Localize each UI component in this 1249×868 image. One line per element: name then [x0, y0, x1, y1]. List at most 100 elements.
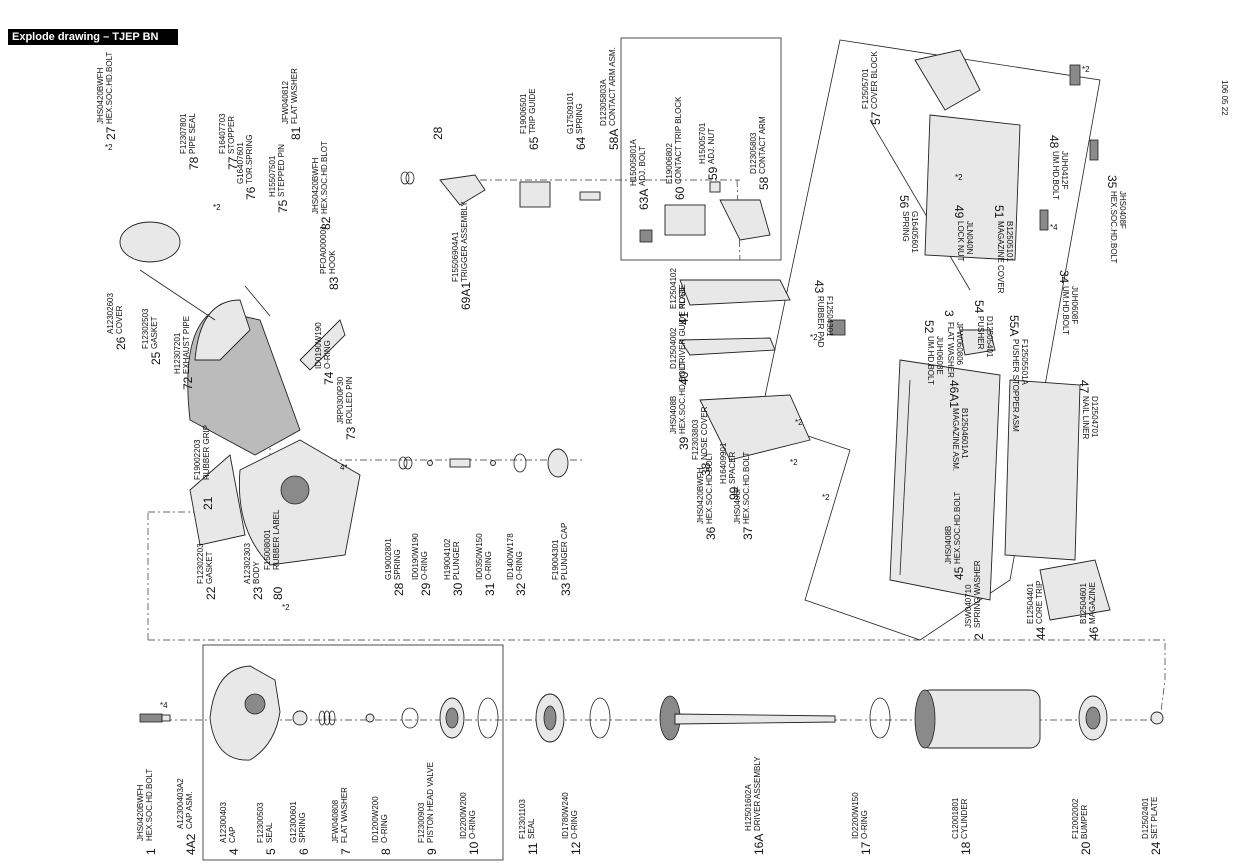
label-74: 74 O-RING ID0190W190: [314, 322, 336, 385]
core-trip-icon: [1039, 559, 1111, 621]
svg-text:5: 5: [264, 848, 278, 855]
magazine-body-icon: [889, 359, 1001, 601]
svg-text:JUH0608F: JUH0608F: [1070, 286, 1079, 324]
svg-text:ID2200W200: ID2200W200: [459, 792, 468, 839]
svg-text:55A: 55A: [1007, 315, 1021, 336]
svg-text:C12001801: C12001801: [951, 797, 960, 839]
drawing-title: Explode drawing – TJEP BN 90/40: [12, 31, 159, 59]
label-21: 21 RUBBER GRIP F19002203: [193, 425, 215, 510]
svg-text:HEX.SOC.HD.BOLT: HEX.SOC.HD.BOLT: [1109, 191, 1118, 263]
trigger-assembly-icon: [400, 171, 601, 208]
svg-text:48: 48: [1047, 135, 1061, 149]
svg-text:LOCK NUT: LOCK NUT: [956, 221, 965, 262]
svg-text:32: 32: [514, 582, 528, 596]
svg-text:PUSHER STOPPER ASM: PUSHER STOPPER ASM: [1011, 339, 1020, 432]
svg-text:TRIP GUIDE: TRIP GUIDE: [528, 88, 537, 134]
svg-text:31: 31: [483, 582, 497, 596]
svg-text:GASKET: GASKET: [205, 551, 214, 584]
magazine-spring-icon: [869, 119, 971, 291]
svg-text:F12301103: F12301103: [518, 799, 527, 839]
svg-text:HEX.SOC.HD.BOLT: HEX.SOC.HD.BOLT: [105, 52, 114, 124]
svg-text:SPACER: SPACER: [728, 451, 737, 484]
qty-mark-10: *2: [955, 173, 963, 182]
svg-text:37: 37: [741, 526, 755, 540]
svg-text:30: 30: [451, 582, 465, 596]
nose-icon: [679, 279, 791, 306]
svg-text:JHS0420BWFH: JHS0420BWFH: [311, 157, 320, 214]
svg-text:F12302503: F12302503: [141, 308, 150, 349]
label-77: 77 STOPPER F16407703: [218, 113, 240, 170]
set-plate-icon: [1150, 711, 1164, 725]
svg-text:74: 74: [322, 371, 336, 385]
seal-11-icon: [535, 693, 565, 743]
label-58A: 58A CONTACT ARM ASM. D12305803A: [599, 47, 621, 150]
svg-text:33: 33: [559, 582, 573, 596]
left-centreline: [148, 639, 1166, 721]
bolt-35-icon: [1089, 139, 1099, 161]
o-ring-17-icon: [869, 697, 891, 739]
svg-text:ID0190W190: ID0190W190: [314, 322, 323, 369]
label-31: 31 O-RING ID0350W150: [475, 533, 497, 596]
svg-text:F19004301: F19004301: [551, 539, 560, 580]
svg-text:57: 57: [869, 111, 883, 125]
svg-text:39: 39: [677, 436, 691, 450]
svg-text:B12504601: B12504601: [1079, 583, 1088, 624]
label-18: 18 CYLINDER C12001801: [951, 797, 973, 855]
svg-text:HOOK: HOOK: [328, 250, 337, 274]
svg-text:34: 34: [1057, 270, 1071, 284]
svg-text:E12504401: E12504401: [1026, 583, 1035, 624]
svg-text:RUBBER GRIP: RUBBER GRIP: [202, 425, 211, 480]
svg-text:45: 45: [952, 566, 966, 580]
svg-text:TOR.SPRING: TOR.SPRING: [245, 134, 254, 184]
svg-text:52: 52: [922, 320, 936, 334]
svg-text:A12300403A2: A12300403A2: [176, 778, 185, 829]
nose-cover-icon: [699, 394, 811, 461]
bumper-icon: [1078, 695, 1108, 741]
svg-text:10: 10: [467, 841, 481, 855]
svg-text:TRIGGER ASSEMBLY: TRIGGER ASSEMBLY: [460, 201, 469, 282]
svg-text:HEX.SOC.HD.BOLT: HEX.SOC.HD.BOLT: [145, 769, 154, 841]
svg-text:O-RING: O-RING: [468, 810, 477, 839]
plunger-parts-icon: [398, 448, 569, 478]
nail-liner-icon: [1004, 379, 1081, 561]
svg-text:F19002203: F19002203: [193, 439, 202, 480]
pusher-icon: [959, 329, 996, 356]
gasket-22-icon: [189, 454, 246, 546]
qty-mark-1: *4: [160, 701, 168, 710]
svg-text:40: 40: [677, 371, 691, 385]
o-ring-12-icon: [589, 697, 611, 739]
label-26: 26 COVER A12302603: [106, 293, 128, 350]
svg-text:PLUNGER CAP: PLUNGER CAP: [560, 523, 569, 580]
qty-mark-2: *2: [282, 603, 290, 612]
magazine-label-group: 45 HEX.SOC.HD.BOLT JHS0408B 2 SPRING WAS…: [861, 51, 1127, 640]
svg-text:63A: 63A: [637, 189, 651, 210]
svg-text:PISTON HEAD VALVE: PISTON HEAD VALVE: [426, 762, 435, 843]
svg-text:2: 2: [972, 633, 986, 640]
svg-text:ID0350W150: ID0350W150: [475, 533, 484, 580]
svg-text:SET PLATE: SET PLATE: [1150, 797, 1159, 839]
svg-text:E19006802: E19006802: [665, 143, 674, 184]
svg-text:JFW060806: JFW060806: [955, 322, 964, 366]
qty-mark-11: *4: [1050, 223, 1058, 232]
contact-arm-assembly-box: [620, 37, 782, 261]
bolt-48-icon: [1069, 64, 1081, 86]
svg-text:106 05 22: 106 05 22: [1220, 80, 1229, 116]
svg-text:21: 21: [201, 496, 215, 510]
svg-text:H15005801A: H15005801A: [629, 139, 638, 186]
svg-text:23: 23: [251, 586, 265, 600]
label-83: 83 HOOK PFOA000001: [319, 225, 341, 290]
label-24: 24 SET PLATE D12502401: [1141, 797, 1163, 855]
svg-text:59: 59: [706, 166, 720, 180]
svg-text:ID2200W150: ID2200W150: [851, 792, 860, 839]
svg-text:BUMPER: BUMPER: [1080, 805, 1089, 839]
svg-text:49: 49: [952, 205, 966, 219]
label-81: 81 FLAT WASHER JFW040812: [281, 68, 303, 140]
svg-text:F12504301: F12504301: [825, 296, 834, 337]
label-34: 34 UM.HD.BOLT JUH0608F: [1057, 270, 1079, 335]
svg-text:CYLINDER: CYLINDER: [960, 798, 969, 839]
label-57: 57 COVER BLOCK F12505701: [861, 51, 883, 125]
driver-assembly-icon: [659, 695, 836, 741]
svg-text:35: 35: [1105, 175, 1119, 189]
nose-label-group: 36 HEX.SOC.HD.BOLT JHS0420BWFH 37 HEX.SO…: [669, 268, 834, 540]
svg-text:PUSHER: PUSHER: [976, 316, 985, 350]
